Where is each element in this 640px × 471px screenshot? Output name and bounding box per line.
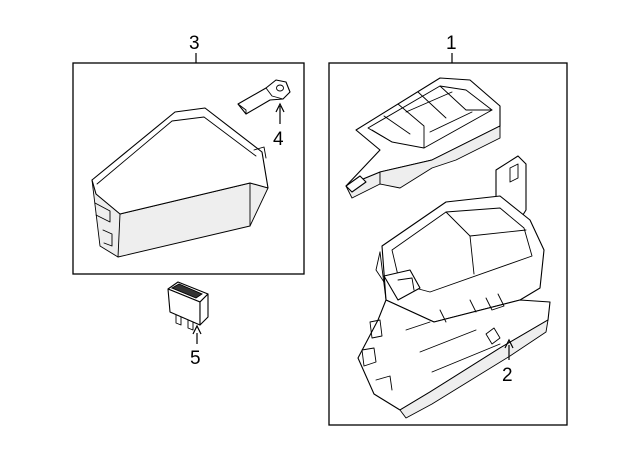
callout-4[interactable]: 4 bbox=[273, 129, 284, 150]
group-box-left bbox=[72, 62, 305, 275]
callout-5[interactable]: 5 bbox=[190, 348, 201, 369]
callout-1[interactable]: 1 bbox=[446, 33, 457, 54]
group-box-right bbox=[328, 62, 568, 426]
leader-arrow-2 bbox=[504, 338, 514, 349]
fuse-box-cover-part[interactable] bbox=[91, 107, 269, 258]
fuse-box-upper-part[interactable] bbox=[345, 77, 501, 199]
leader-arrow-4 bbox=[275, 102, 285, 113]
relay-part[interactable] bbox=[167, 281, 209, 331]
fuse-box-lower-part[interactable] bbox=[357, 155, 551, 419]
clip-part[interactable] bbox=[237, 79, 291, 115]
callout-3[interactable]: 3 bbox=[189, 33, 200, 54]
leader-arrow-5 bbox=[192, 324, 202, 335]
callout-2[interactable]: 2 bbox=[502, 365, 513, 386]
